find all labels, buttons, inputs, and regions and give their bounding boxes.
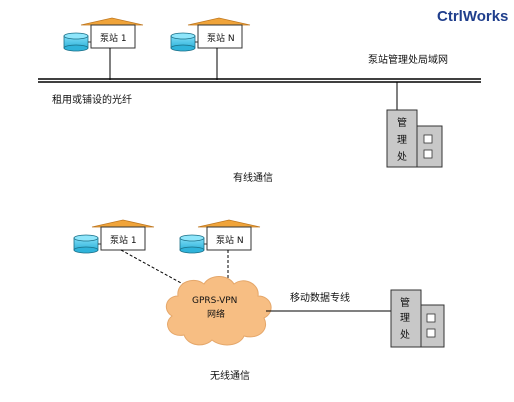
mobile-data-label: 移动数据专线 xyxy=(290,291,350,304)
office-label-char: 管 xyxy=(400,296,410,309)
cloud-icon xyxy=(165,276,272,346)
station-label: 泵站 1 xyxy=(110,234,137,246)
office-label-char: 理 xyxy=(397,134,407,146)
station-label: 泵站 N xyxy=(216,234,244,246)
fiber-label: 租用或铺设的光纤 xyxy=(52,93,132,106)
wireless-caption: 无线通信 xyxy=(210,369,250,382)
wired-office: 管 理 处 xyxy=(386,109,443,168)
wired-caption: 有线通信 xyxy=(233,171,273,184)
office-label-char: 处 xyxy=(397,151,407,163)
cloud-label-line1: GPRS-VPN xyxy=(192,296,237,306)
wireless-station-n: 泵站 N xyxy=(179,219,261,254)
office-label-char: 理 xyxy=(400,312,410,324)
pump-station-icon xyxy=(63,17,144,52)
management-office-icon xyxy=(390,289,445,348)
wireless-section: 泵站 1 泵站 N GPRS-VPN 网络 移动数据专线 xyxy=(73,219,445,382)
fiber-bus-line xyxy=(38,78,481,83)
pump-station-icon xyxy=(73,219,155,254)
station-label: 泵站 1 xyxy=(100,32,127,44)
management-office-icon xyxy=(386,109,443,168)
wireless-station-1: 泵站 1 xyxy=(73,219,155,254)
cloud-label-line2: 网络 xyxy=(207,308,225,320)
wired-station-1: 泵站 1 xyxy=(63,17,144,80)
wired-section: 泵站 1 泵站 N 租用或铺设的光纤 泵站管理处局域网 xyxy=(38,17,481,184)
brand-logo: CtrlWorks xyxy=(437,8,508,25)
pump-station-icon xyxy=(179,219,261,254)
wired-station-n: 泵站 N xyxy=(170,17,251,80)
pump-station-icon xyxy=(170,17,251,52)
lan-label: 泵站管理处局域网 xyxy=(368,53,448,66)
office-label-char: 处 xyxy=(400,329,410,341)
station-label: 泵站 N xyxy=(207,32,235,44)
wireless-link-dashed xyxy=(120,249,193,290)
office-label-char: 管 xyxy=(397,116,407,129)
wireless-office: 管 理 处 xyxy=(390,289,445,348)
